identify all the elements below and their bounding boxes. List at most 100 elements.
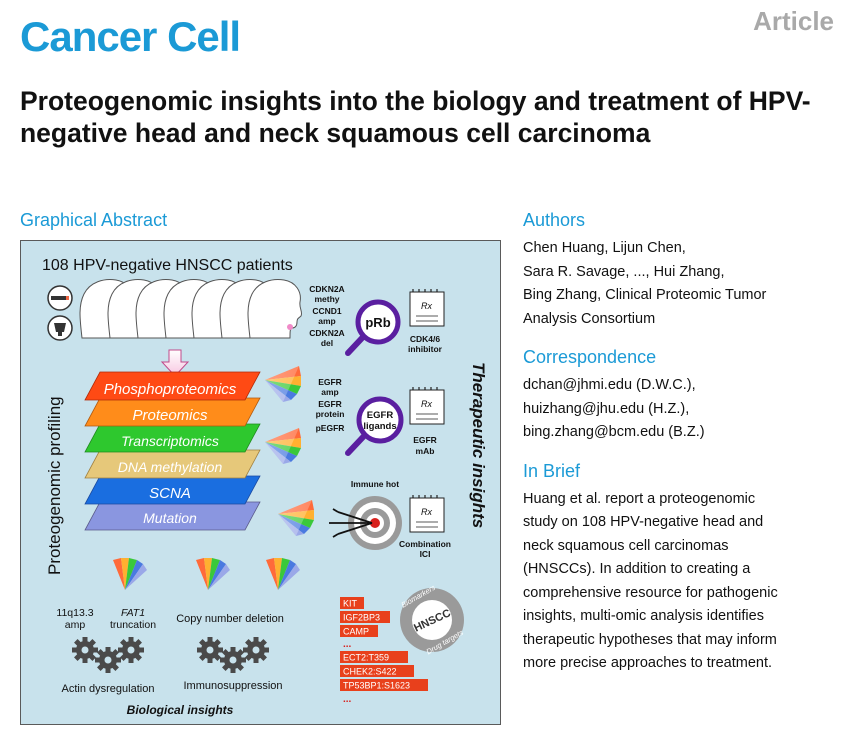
layer-label: Transcriptomics xyxy=(121,433,219,449)
author-line: Bing Zhang, Clinical Proteomic Tumor xyxy=(523,287,767,303)
copy-number-deletion-label: Copy number deletion xyxy=(176,613,284,625)
svg-text:pEGFR: pEGFR xyxy=(316,423,345,433)
in-brief-section: In Brief Huang et al. report a proteogen… xyxy=(523,461,843,676)
arrows-icon xyxy=(329,508,373,538)
svg-text:protein: protein xyxy=(316,409,345,419)
svg-text:del: del xyxy=(321,338,333,348)
drug-label: EGFR xyxy=(413,435,437,445)
immune-hot-label: Immune hot xyxy=(351,479,399,489)
drug-label: inhibitor xyxy=(408,344,443,354)
hnscc-seal-icon: HNSCC Biomarkers Drug targets xyxy=(400,583,466,657)
target-label: ligands xyxy=(363,421,396,432)
layer-label: SCNA xyxy=(149,485,191,502)
patients-label: 108 HPV-negative HNSCC patients xyxy=(42,257,293,274)
author-line: Chen Huang, Lijun Chen, xyxy=(523,240,686,256)
in-brief-heading: In Brief xyxy=(523,460,581,481)
article-type-label: Article xyxy=(753,6,834,36)
in-brief-line: (HNSCCs). In addition to creating a xyxy=(523,561,751,577)
layer-label: Mutation xyxy=(143,510,197,526)
down-arrow-icon xyxy=(160,349,190,377)
target-label: EGFR xyxy=(367,410,394,421)
correspondence-email[interactable]: dchan@jhmi.edu (D.W.C.), xyxy=(523,377,696,393)
layer-transcriptomics: Transcriptomics xyxy=(84,423,261,453)
drug-label: CDK4/6 xyxy=(410,334,441,344)
in-brief-line: neck squamous cell carcinomas xyxy=(523,537,729,554)
immunosuppression-label: Immunosuppression xyxy=(183,680,282,692)
svg-text:CDKN2A: CDKN2A xyxy=(309,328,344,338)
amp-label: 11q13.3 xyxy=(56,607,93,619)
drug-label: mAb xyxy=(416,446,435,456)
svg-text:EGFR: EGFR xyxy=(318,399,342,409)
biomarker-tag: CHEK2:S422 xyxy=(343,667,397,677)
graphical-abstract-figure: 108 HPV-negative HNSCC patients Proteoge… xyxy=(20,240,501,725)
svg-text:CCND1: CCND1 xyxy=(312,306,342,316)
author-line: Analysis Consortium xyxy=(523,310,656,327)
svg-text:Rx: Rx xyxy=(421,507,432,517)
biological-insights-section: 11q13.3 amp FAT1 truncation Copy number … xyxy=(56,607,283,717)
drug-label: ICI xyxy=(420,549,431,559)
in-brief-line: comprehensive resource for pathogenic xyxy=(523,584,778,601)
in-brief-line: therapeutic hypotheses that may inform xyxy=(523,631,777,648)
authors-section: Authors Chen Huang, Lijun Chen, Sara R. … xyxy=(523,210,843,331)
authors-heading: Authors xyxy=(523,210,586,230)
layer-phosphoproteomics: Phosphoproteomics xyxy=(84,371,261,401)
fat1-label: truncation xyxy=(110,619,156,631)
prescription-icon: Rx xyxy=(409,494,445,533)
svg-text:CDKN2A: CDKN2A xyxy=(309,284,344,294)
svg-text:Rx: Rx xyxy=(421,399,432,409)
svg-text:methy: methy xyxy=(314,294,339,304)
amp-label: amp xyxy=(65,619,86,631)
biomarker-tag: TP53BP1:S1623 xyxy=(343,681,410,691)
magnifier-icon: EGFR ligands xyxy=(345,396,404,456)
therapy-egfr: EGFR amp EGFR protein pEGFR EGFR ligands… xyxy=(316,377,445,456)
actin-dysregulation-label: Actin dysregulation xyxy=(62,683,155,695)
biomarker-tag: KIT xyxy=(343,599,358,609)
layer-scna: SCNA xyxy=(84,475,261,505)
therapy-immune: Immune hot Rx Combination ICI xyxy=(329,479,451,559)
correspondence-email[interactable]: bing.zhang@bcm.edu (B.Z.) xyxy=(523,424,705,440)
graphical-abstract-heading: Graphical Abstract xyxy=(20,210,168,230)
svg-text:amp: amp xyxy=(318,316,335,326)
layer-label: Proteomics xyxy=(132,407,208,424)
article-title: Proteogenomic insights into the biology … xyxy=(20,86,811,148)
fat1-label: FAT1 xyxy=(121,607,145,619)
prescription-icon: Rx xyxy=(409,386,445,425)
patient-heads xyxy=(79,279,303,339)
biomarker-tag: ECT2:T359 xyxy=(343,653,389,663)
biomarker-tag: CAMP xyxy=(343,627,369,637)
ellipsis: ... xyxy=(343,639,352,650)
alcohol-icon xyxy=(47,315,73,341)
therapeutic-insights-label: Therapeutic insights xyxy=(469,362,488,528)
svg-text:Rx: Rx xyxy=(421,301,432,311)
therapy-cdk46: CDKN2A methy CCND1 amp CDKN2A del pRb Rx… xyxy=(309,284,445,356)
biomarker-list: KIT IGF2BP3 CAMP ... ECT2:T359 CHEK2:S42… xyxy=(340,597,428,705)
target-label: pRb xyxy=(365,315,390,330)
in-brief-line: insights, multi-omic analysis identifies xyxy=(523,608,764,624)
biological-insights-label: Biological insights xyxy=(127,703,234,717)
layer-proteomics: Proteomics xyxy=(84,397,261,427)
omics-layer-stack: Mutation SCNA DNA methylation Transcript… xyxy=(84,371,261,531)
correspondence-heading: Correspondence xyxy=(523,347,657,367)
layer-mutation: Mutation xyxy=(84,501,261,531)
proteogenomic-profiling-label: Proteogenomic profiling xyxy=(45,396,64,575)
layer-dna-methylation: DNA methylation xyxy=(84,449,261,479)
drug-label: Combination xyxy=(399,539,451,549)
in-brief-line: more precise approaches to treatment. xyxy=(523,655,773,671)
svg-text:EGFR: EGFR xyxy=(318,377,342,387)
in-brief-line: Huang et al. report a proteogenomic xyxy=(523,490,756,507)
layer-label: DNA methylation xyxy=(118,459,223,475)
biomarker-tag: IGF2BP3 xyxy=(343,613,380,623)
magnifier-icon: pRb xyxy=(345,299,401,356)
smoking-icon xyxy=(47,285,73,311)
sidebar: Authors Chen Huang, Lijun Chen, Sara R. … xyxy=(523,210,843,692)
layer-label: Phosphoproteomics xyxy=(104,381,237,398)
ellipsis: ... xyxy=(343,694,352,705)
author-line: Sara R. Savage, ..., Hui Zhang, xyxy=(523,263,725,280)
correspondence-email[interactable]: huizhang@jhu.edu (H.Z.), xyxy=(523,400,690,417)
prescription-icon: Rx xyxy=(409,288,445,327)
svg-text:amp: amp xyxy=(321,387,338,397)
in-brief-line: study on 108 HPV-negative head and xyxy=(523,514,764,530)
target-icon xyxy=(348,496,402,550)
correspondence-section: Correspondence dchan@jhmi.edu (D.W.C.), … xyxy=(523,347,843,445)
journal-name: Cancer Cell xyxy=(20,13,241,60)
